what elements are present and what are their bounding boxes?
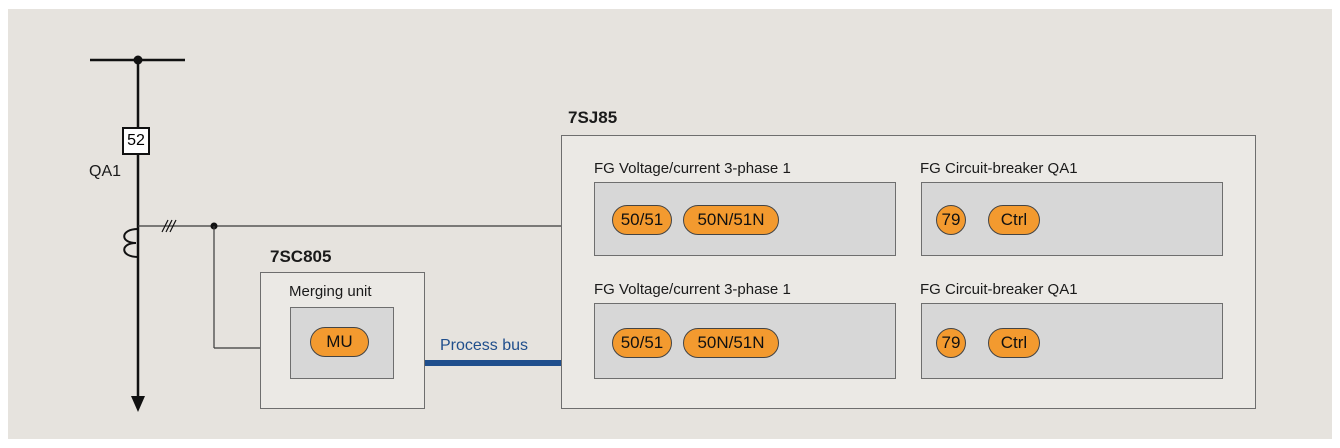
function-50n-51n: 50N/51N: [683, 328, 779, 358]
three-phase-mark-2: [165, 219, 173, 233]
fg-title-1: FG Voltage/current 3-phase 1: [594, 160, 791, 177]
current-transformer-icon: [123, 228, 139, 258]
function-group-circuit-breaker-1: 79 Ctrl: [921, 182, 1223, 256]
fg-title-3: FG Voltage/current 3-phase 1: [594, 281, 791, 298]
function-79: 79: [936, 205, 966, 235]
function-50-51: 50/51: [612, 328, 672, 358]
merging-unit-device-box: Merging unit MU: [260, 272, 425, 409]
merging-unit-group-title: Merging unit: [289, 283, 372, 300]
breaker-label: QA1: [89, 163, 122, 180]
three-phase-mark-1: [161, 219, 169, 233]
function-mu: MU: [310, 327, 369, 357]
protection-device-name: 7SJ85: [568, 108, 618, 127]
function-group-voltage-current-1: 50/51 50N/51N: [594, 182, 896, 256]
circuit-breaker-symbol: 52: [122, 127, 150, 155]
process-bus-label: Process bus: [440, 337, 529, 354]
merging-unit-group: MU: [290, 307, 394, 379]
function-group-circuit-breaker-2: 79 Ctrl: [921, 303, 1223, 379]
fg-title-2: FG Circuit-breaker QA1: [920, 160, 1078, 177]
function-ctrl: Ctrl: [988, 328, 1040, 358]
process-bus-line: [425, 360, 562, 366]
fg-title-4: FG Circuit-breaker QA1: [920, 281, 1078, 298]
function-group-voltage-current-2: 50/51 50N/51N: [594, 303, 896, 379]
function-50-51: 50/51: [612, 205, 672, 235]
protection-device-box: FG Voltage/current 3-phase 1 50/51 50N/5…: [561, 135, 1256, 409]
feeder-arrow: [131, 396, 145, 412]
function-ctrl: Ctrl: [988, 205, 1040, 235]
function-50n-51n: 50N/51N: [683, 205, 779, 235]
three-phase-mark-3: [169, 219, 177, 233]
function-79: 79: [936, 328, 966, 358]
merging-unit-device-name: 7SC805: [270, 247, 332, 266]
